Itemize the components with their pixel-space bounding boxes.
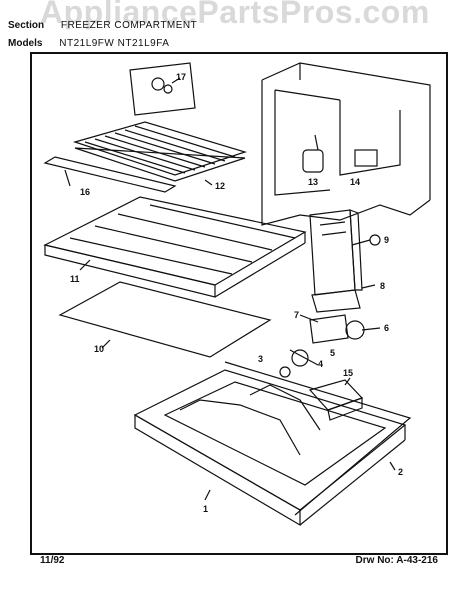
fan-assembly <box>279 314 365 378</box>
callout-3: 3 <box>258 354 263 364</box>
watermark: AppliancePartsPros.com <box>40 0 430 30</box>
callout-14: 14 <box>350 177 360 187</box>
part-11-freezer-shelf <box>43 196 307 298</box>
callout-leaders <box>204 284 381 501</box>
models-header: Models NT21L9FW NT21L9FA <box>8 38 169 49</box>
callout-13: 13 <box>308 177 318 187</box>
callout-15: 15 <box>343 368 353 378</box>
footer-date: 11/92 <box>40 555 65 566</box>
part-17-inset <box>129 62 196 116</box>
drawing-number: A-43-216 <box>396 555 438 566</box>
part-14 <box>354 149 378 167</box>
part-8-evaporator-cover <box>309 209 381 313</box>
callout-4: 4 <box>318 359 323 369</box>
callout-9: 9 <box>384 235 389 245</box>
cabinet-cutaway <box>261 62 431 226</box>
section-value: FREEZER COMPARTMENT <box>60 20 198 31</box>
callout-16: 16 <box>80 187 90 197</box>
part-1-freezer-floor <box>133 369 407 527</box>
part-15-duct <box>308 379 364 421</box>
models-label: Models <box>8 38 43 49</box>
part-16-shelf-trim <box>43 156 177 193</box>
callout-10: 10 <box>94 344 104 354</box>
callout-17: 17 <box>176 72 186 82</box>
callout-1: 1 <box>203 504 208 514</box>
models-value: NT21L9FW NT21L9FA <box>59 38 170 49</box>
drawing-label: Drw No: <box>355 555 394 566</box>
callout-7: 7 <box>294 310 299 320</box>
diagram-frame <box>30 52 448 555</box>
section-label: Section <box>8 20 45 31</box>
callout-6: 6 <box>384 323 389 333</box>
footer-drawing-number: Drw No: A-43-216 <box>356 555 438 566</box>
part-9-screw <box>369 234 381 246</box>
part-13 <box>302 149 324 173</box>
callout-5: 5 <box>330 348 335 358</box>
section-header: Section FREEZER COMPARTMENT <box>8 20 197 31</box>
callout-12: 12 <box>215 181 225 191</box>
part-2-gasket <box>224 361 412 516</box>
callout-8: 8 <box>380 281 385 291</box>
callout-11: 11 <box>70 274 80 284</box>
callout-2: 2 <box>398 467 403 477</box>
part-10-liner-panel <box>58 281 272 358</box>
part-12-wire-shelf <box>72 121 248 186</box>
